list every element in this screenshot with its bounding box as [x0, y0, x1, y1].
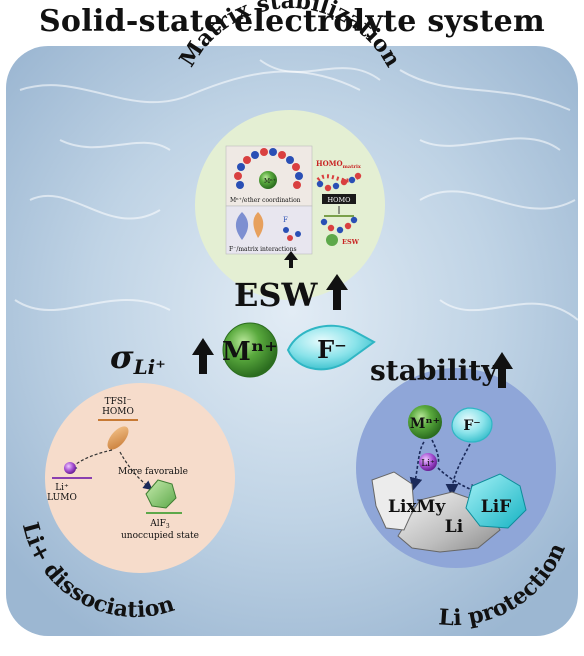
svg-text:HOMO: HOMO [328, 196, 351, 204]
dissociation-circle [45, 383, 235, 573]
sigma-label: σLi⁺ [110, 338, 166, 379]
svg-text:HOMO: HOMO [102, 407, 134, 417]
sigma-up-arrow-icon [192, 338, 214, 374]
water-texture [14, 59, 579, 321]
svg-text:Li⁺: Li⁺ [421, 459, 435, 469]
center-metal-ion-icon [222, 322, 278, 378]
lixmy-label: LixMy [388, 497, 446, 517]
svg-text:Mⁿ⁺: Mⁿ⁺ [264, 178, 276, 185]
lixmy-block-icon [371, 471, 415, 531]
esw-up-arrow-icon [326, 274, 348, 310]
protection-li-ion-icon [419, 453, 437, 471]
center-metal-ion-label: Mⁿ⁺ [222, 337, 278, 367]
center-fluoride-label: F⁻ [317, 335, 347, 364]
center-fluoride-icon [286, 324, 376, 371]
svg-text:Li: Li [445, 517, 464, 537]
svg-text:Li⁺: Li⁺ [55, 483, 69, 493]
page-title: Solid-state electrolyte system [38, 4, 546, 39]
alf3-crystal-icon [145, 479, 177, 509]
svg-text:LUMO: LUMO [47, 493, 77, 503]
svg-text:AlF3: AlF3 [149, 519, 170, 530]
svg-text:Mⁿ⁺/ether coordination: Mⁿ⁺/ether coordination [230, 197, 301, 204]
esw-small-up-arrow-icon [284, 251, 298, 268]
lif-crystal-icon [465, 473, 527, 529]
matrix-inner-panel: Mⁿ⁺ Mⁿ⁺/ether coordination F F⁻/matrix i… [225, 145, 362, 255]
svg-text:unoccupied state: unoccupied state [121, 531, 199, 541]
esw-label: ESW [234, 276, 319, 314]
metal-ion-small-icon [259, 171, 277, 189]
svg-text:Mⁿ⁺: Mⁿ⁺ [410, 416, 440, 432]
svg-text:F: F [283, 216, 288, 224]
svg-text:More favorable: More favorable [118, 467, 188, 477]
svg-text:TFSI⁻: TFSI⁻ [105, 397, 132, 407]
dissociation-inner-panel: TFSI⁻ HOMO Li⁺ LUMO More favorable AlF3 … [47, 397, 199, 541]
protection-inner-panel: Mⁿ⁺ F⁻ Li⁺ Li LixMy LiF [371, 405, 527, 553]
homo-matrix-label: HOMOmatrix [316, 159, 362, 170]
protection-metal-ion-icon [408, 405, 442, 439]
li-ion-icon [64, 462, 76, 474]
svg-text:ESW: ESW [342, 238, 360, 246]
svg-text:LiF: LiF [481, 497, 511, 517]
svg-text:F⁻: F⁻ [463, 418, 480, 434]
stability-label: stability [370, 354, 498, 387]
protection-fluoride-icon [451, 407, 493, 443]
stability-up-arrow-icon [491, 352, 513, 388]
svg-text:F⁻/matrix interactions: F⁻/matrix interactions [229, 246, 297, 253]
